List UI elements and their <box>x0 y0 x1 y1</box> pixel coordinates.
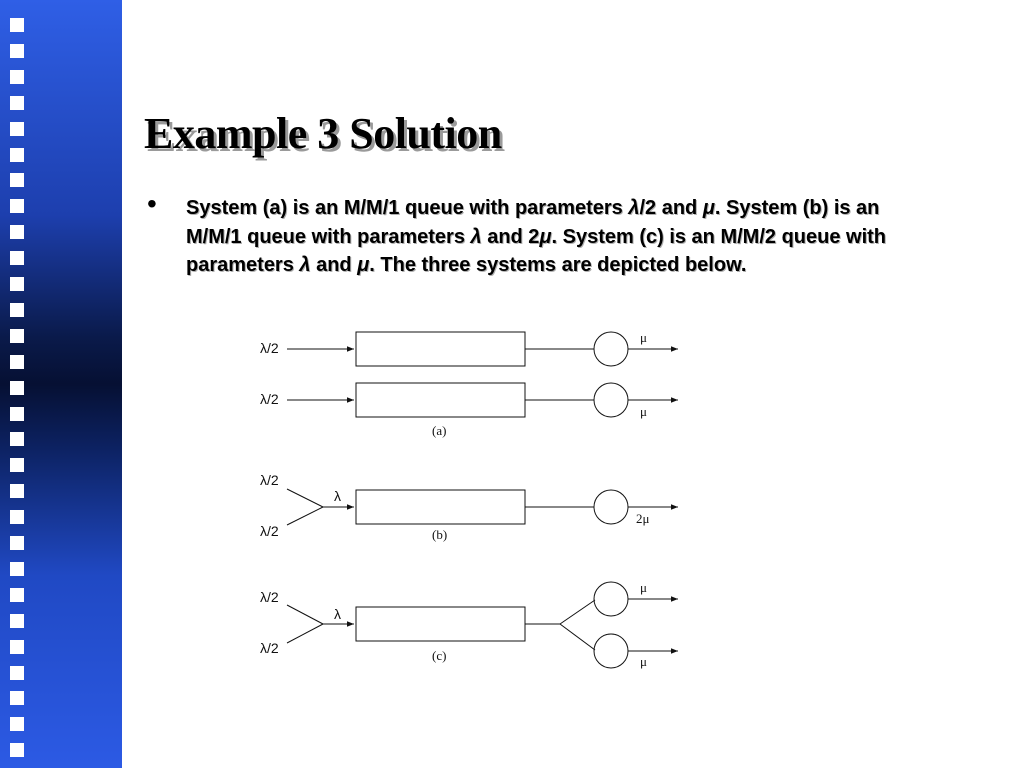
sidebar-square <box>10 354 24 369</box>
server-a-top <box>593 331 629 367</box>
sidebar-square <box>10 613 24 628</box>
label-b-rate: 2μ <box>636 511 650 526</box>
label-c-input-bottom: λ/2 <box>260 640 279 656</box>
sidebar-square <box>10 665 24 680</box>
sidebar-square <box>10 380 24 395</box>
queue-buffer-a-top <box>355 331 526 367</box>
server-a-bottom <box>593 382 629 418</box>
queue-buffer-b <box>355 489 526 525</box>
label-c-merged: λ <box>334 606 341 622</box>
label-c-rate-top: μ <box>640 580 647 595</box>
sidebar-square <box>10 561 24 576</box>
server-b <box>593 489 629 525</box>
merge-line-c-top <box>286 604 324 625</box>
label-a-rate-top: μ <box>640 330 647 345</box>
label-a-input-bottom: λ/2 <box>260 391 279 407</box>
label-a-input-top: λ/2 <box>260 340 279 356</box>
sidebar-square <box>10 406 24 421</box>
caption-c: (c) <box>432 648 446 663</box>
split-line-c-top <box>559 599 596 625</box>
caption-b: (b) <box>432 527 447 542</box>
sidebar-square <box>10 432 24 447</box>
sidebar-square <box>10 173 24 188</box>
sidebar-square <box>10 536 24 550</box>
server-c-top <box>593 581 629 617</box>
queue-buffer-c <box>355 606 526 642</box>
label-c-input-top: λ/2 <box>260 589 279 605</box>
sidebar-square <box>10 225 24 240</box>
sidebar-square <box>10 277 24 291</box>
sidebar-square <box>10 302 24 317</box>
caption-a: (a) <box>432 423 446 438</box>
sidebar-square <box>10 743 24 758</box>
sidebar-square <box>10 69 24 84</box>
sidebar-square <box>10 95 24 110</box>
label-b-input-bottom: λ/2 <box>260 523 279 539</box>
sidebar-square <box>10 18 24 32</box>
sidebar-square <box>10 121 24 136</box>
mu-symbol: μ <box>702 197 715 219</box>
sidebar-square <box>10 639 24 654</box>
sidebar-square <box>10 510 24 525</box>
sidebar-square <box>10 484 24 499</box>
lambda-symbol: λ <box>470 225 482 248</box>
label-a-rate-bottom: μ <box>640 404 647 419</box>
sidebar-square <box>10 717 24 732</box>
bullet-text: System (a) is an M/M/1 queue with parame… <box>186 197 887 276</box>
split-line-c-bottom <box>559 623 596 651</box>
queue-buffer-a-bottom <box>355 382 526 418</box>
merge-line-b-bottom <box>286 506 324 526</box>
sidebar-square <box>10 147 24 162</box>
merge-line-b-top <box>286 488 324 508</box>
server-c-bottom <box>593 633 629 669</box>
sidebar-decoration <box>0 0 122 768</box>
mu-symbol: μ <box>357 254 370 276</box>
merge-line-c-bottom <box>286 623 324 644</box>
sidebar-square <box>10 691 24 706</box>
label-b-merged: λ <box>334 488 341 504</box>
label-b-input-top: λ/2 <box>260 472 279 488</box>
sidebar-square <box>10 458 24 473</box>
label-c-rate-bottom: μ <box>640 654 647 669</box>
sidebar-square <box>10 587 24 602</box>
lambda-symbol: λ <box>628 197 640 219</box>
sidebar-square <box>10 251 24 266</box>
sidebar-square <box>10 43 24 58</box>
sidebar-square <box>10 199 24 214</box>
sidebar-square <box>10 328 24 343</box>
lambda-symbol: λ <box>299 254 311 276</box>
queue-systems-diagram: λ/2 λ/2 μ μ (a) λ/2 λ/2 λ 2μ (b) λ/2 λ/2… <box>260 330 678 669</box>
slide-title: Example 3 Solution <box>144 109 502 158</box>
bullet-marker: • <box>147 188 157 219</box>
mu-symbol: μ <box>539 225 552 248</box>
